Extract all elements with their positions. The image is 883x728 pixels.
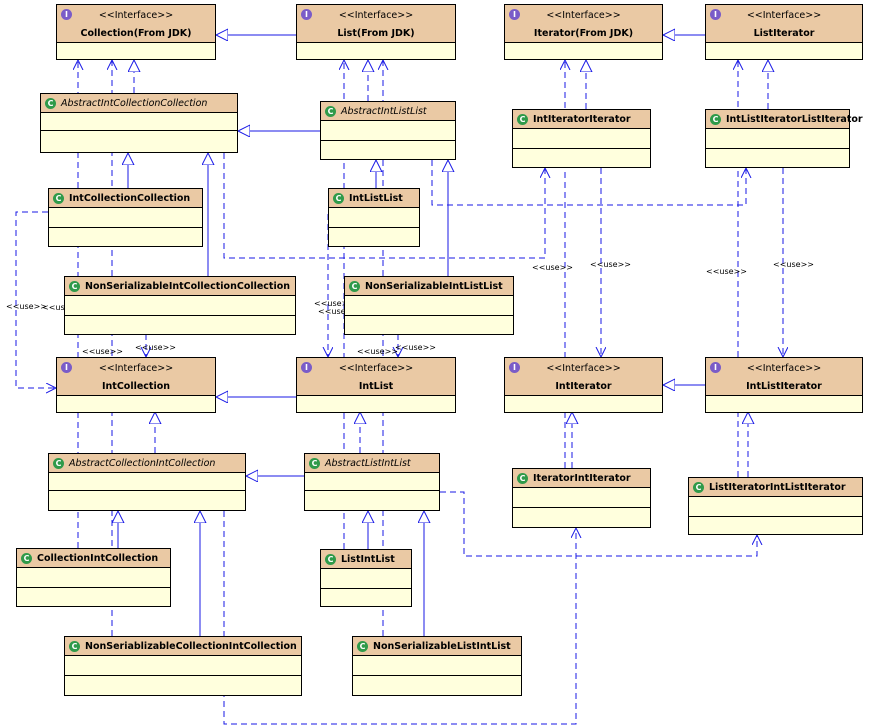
class-icon: C: [325, 106, 336, 117]
class-icon: C: [333, 193, 344, 204]
class-int-iterator-iterator[interactable]: C IntIteratorIterator: [512, 109, 651, 168]
interface-list-iterator[interactable]: I <<Interface>> ListIterator: [705, 4, 863, 60]
class-icon: C: [357, 641, 368, 652]
class-name: IteratorIntIterator: [533, 473, 631, 484]
dep-aill-ilil: [431, 160, 746, 206]
class-non-serializable-int-list-list[interactable]: C NonSerializableIntListList: [344, 276, 514, 335]
interface-int-list-iterator[interactable]: I <<Interface>> IntListIterator: [705, 357, 863, 413]
class-name: AbstractCollectionIntCollection: [69, 458, 216, 469]
interface-name: IntIterator: [555, 381, 612, 392]
use-label: <<use>>: [532, 263, 573, 272]
stereotype: <<Interface>>: [546, 10, 621, 21]
use-label: <<use>>: [6, 302, 47, 311]
class-non-serializable-int-collection-collection[interactable]: C NonSerializableIntCollectionCollection: [64, 276, 296, 335]
class-abstract-int-collection-collection[interactable]: C AbstractIntCollectionCollection: [40, 93, 238, 153]
class-int-collection-collection[interactable]: C IntCollectionCollection: [48, 188, 203, 247]
interface-name: ListIterator: [753, 28, 815, 39]
interface-int-list[interactable]: I <<Interface>> IntList: [296, 357, 456, 413]
class-non-serializable-collection-int-collection[interactable]: C NonSeriablizableCollectionIntCollection: [64, 636, 302, 696]
stereotype: <<Interface>>: [98, 363, 174, 374]
class-iterator-int-iterator[interactable]: C IteratorIntIterator: [512, 468, 651, 528]
interface-name: IntListIterator: [746, 381, 822, 392]
class-name: NonSerializableIntListList: [365, 281, 503, 292]
interface-icon: I: [710, 9, 721, 20]
class-name: IntCollectionCollection: [69, 193, 191, 204]
dep-alil-lilil: [440, 491, 757, 557]
class-icon: C: [710, 114, 721, 125]
dep-icc-intcoll: [15, 211, 56, 388]
class-name: AbstractIntListList: [341, 106, 427, 117]
use-label: <<use>>: [773, 260, 814, 269]
interface-icon: I: [301, 362, 312, 373]
class-icon: C: [693, 482, 704, 493]
interface-icon: I: [61, 9, 72, 20]
interface-list[interactable]: I <<Interface>> List(From JDK): [296, 4, 456, 60]
class-name: NonSerializableIntCollectionCollection: [85, 281, 291, 292]
class-abstract-list-int-list[interactable]: C AbstractListIntList: [304, 453, 440, 511]
class-icon: C: [45, 98, 56, 109]
interface-int-iterator[interactable]: I <<Interface>> IntIterator: [504, 357, 663, 413]
class-abstract-collection-int-collection[interactable]: C AbstractCollectionIntCollection: [48, 453, 246, 511]
use-label: <<use>>: [82, 347, 123, 356]
dep-aicc-iii: [223, 153, 545, 259]
use-label: <<use>>: [395, 343, 436, 352]
class-icon: C: [517, 473, 528, 484]
stereotype: <<Interface>>: [98, 10, 174, 21]
interface-collection[interactable]: I <<Interface>> Collection(From JDK): [56, 4, 216, 60]
stereotype: <<Interface>>: [746, 10, 822, 21]
use-label: <<use>>: [135, 343, 176, 352]
class-icon: C: [325, 554, 336, 565]
class-abstract-int-list-list[interactable]: C AbstractIntListList: [320, 101, 456, 160]
dep-acic-iii: [223, 511, 576, 725]
class-icon: C: [53, 458, 64, 469]
class-name: NonSerializableListIntList: [373, 641, 511, 652]
class-icon: C: [309, 458, 320, 469]
use-label: <<use>>: [314, 299, 355, 308]
class-icon: C: [349, 281, 360, 292]
class-name: AbstractIntCollectionCollection: [61, 98, 208, 109]
class-name: NonSeriablizableCollectionIntCollection: [85, 641, 297, 652]
interface-int-collection[interactable]: I <<Interface>> IntCollection: [56, 357, 216, 413]
interface-name: Collection(From JDK): [80, 28, 192, 39]
class-name: CollectionIntCollection: [37, 553, 159, 564]
interface-name: List(From JDK): [337, 28, 415, 39]
class-name: IntListList: [349, 193, 403, 204]
stereotype: <<Interface>>: [338, 10, 414, 21]
use-label: <<use>>: [706, 267, 747, 276]
class-icon: C: [517, 114, 528, 125]
class-name: ListIntList: [341, 554, 395, 565]
use-label: <<use>>: [318, 307, 359, 316]
stereotype: <<Interface>>: [746, 363, 822, 374]
interface-icon: I: [509, 9, 520, 20]
stereotype: <<Interface>>: [546, 363, 621, 374]
class-non-serializable-list-int-list[interactable]: C NonSerializableListIntList: [352, 636, 522, 696]
class-list-int-list[interactable]: C ListIntList: [320, 549, 412, 607]
interface-name: IntCollection: [101, 381, 170, 392]
class-icon: C: [21, 553, 32, 564]
interface-iterator[interactable]: I <<Interface>> Iterator(From JDK): [504, 4, 663, 60]
class-int-list-iterator-list-iterator[interactable]: C IntListIteratorListIterator: [705, 109, 863, 168]
use-label: <<use>>: [42, 303, 83, 312]
class-collection-int-collection[interactable]: C CollectionIntCollection: [16, 548, 171, 607]
interface-name: Iterator(From JDK): [533, 28, 634, 39]
class-int-list-list[interactable]: C IntListList: [328, 188, 420, 247]
class-icon: C: [69, 641, 80, 652]
class-name: IntListIteratorListIterator: [726, 114, 863, 125]
stereotype: <<Interface>>: [338, 363, 414, 374]
class-name: ListIteratorIntListIterator: [709, 482, 846, 493]
use-label: <<use>>: [590, 260, 631, 269]
interface-icon: I: [509, 362, 520, 373]
interface-name: IntList: [358, 381, 394, 392]
interface-icon: I: [61, 362, 72, 373]
class-name: AbstractListIntList: [325, 458, 411, 469]
class-icon: C: [69, 281, 80, 292]
class-name: IntIteratorIterator: [533, 114, 631, 125]
interface-icon: I: [710, 362, 721, 373]
use-label: <<use>>: [357, 347, 398, 356]
class-list-iterator-int-list-iterator[interactable]: C ListIteratorIntListIterator: [688, 477, 863, 535]
interface-icon: I: [301, 9, 312, 20]
class-icon: C: [53, 193, 64, 204]
